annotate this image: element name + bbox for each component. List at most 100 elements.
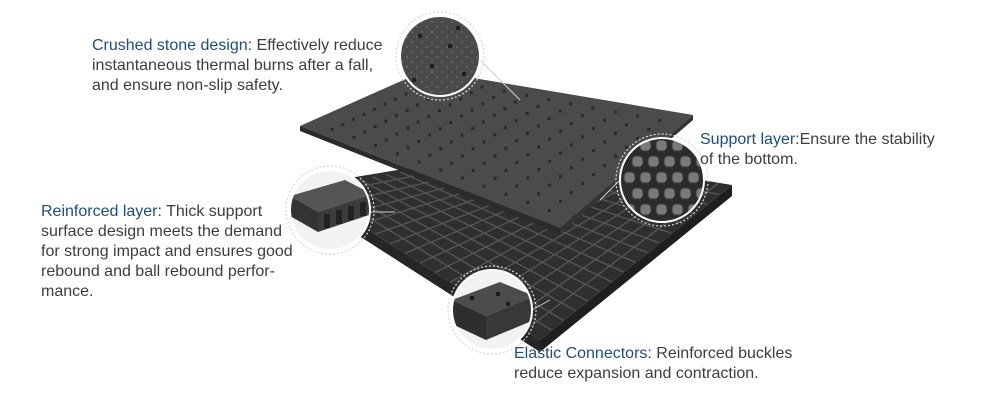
- support-cell: [631, 187, 644, 200]
- plate-mark: [493, 154, 497, 158]
- plate-mark: [515, 184, 519, 188]
- plate-mark: [581, 181, 584, 185]
- plate-mark: [383, 102, 387, 106]
- plate-mark: [514, 100, 518, 104]
- plate-mark: [470, 91, 473, 95]
- plate-mark: [363, 130, 366, 134]
- plate-mark: [504, 169, 508, 172]
- plate-mark: [439, 147, 443, 151]
- plate-mark: [625, 145, 629, 149]
- crushed-stone-line-2: instantaneous thermal burns after a fall…: [92, 57, 374, 74]
- plate-mark: [591, 126, 595, 130]
- plate-mark: [482, 184, 486, 188]
- plate-mark: [614, 154, 618, 158]
- support-cell: [639, 203, 652, 216]
- plate-mark: [481, 102, 485, 106]
- support-cell: [663, 219, 676, 222]
- plate-mark: [569, 190, 573, 194]
- support-cell: [647, 187, 660, 200]
- elastic-connectors-title: Elastic Connectors: [514, 345, 648, 362]
- plate-mark: [537, 145, 541, 149]
- support-cell: [655, 139, 668, 152]
- crushed-stone-line-1: : Effectively reduce: [247, 37, 383, 54]
- plate-mark: [426, 97, 430, 101]
- plate-mark: [459, 97, 463, 101]
- support-cell: [671, 203, 684, 216]
- plate-mark: [482, 120, 485, 124]
- plate-mark: [603, 163, 606, 167]
- plate-mark: [525, 93, 528, 97]
- plate-mark: [372, 107, 376, 111]
- plate-mark: [461, 176, 464, 180]
- plate-mark: [525, 112, 529, 116]
- plate-mark: [580, 114, 584, 118]
- plate-mark: [493, 176, 497, 180]
- plate-mark: [394, 97, 397, 101]
- plate-mark: [384, 119, 388, 123]
- plate-mark: [395, 152, 399, 156]
- plate-mark: [570, 166, 574, 170]
- plate-mark: [548, 159, 552, 163]
- plate-mark: [373, 125, 377, 129]
- plate-mark: [536, 124, 540, 128]
- plate-mark: [406, 126, 410, 130]
- elastic-connectors-line-2: reduce expansion and contraction.: [514, 365, 759, 382]
- plate-mark: [427, 133, 431, 137]
- support-cell: [655, 171, 668, 184]
- plate-mark: [417, 139, 421, 143]
- plate-mark: [548, 183, 552, 187]
- support-layer-callout: Support layer:Ensure the stability of th…: [700, 130, 935, 170]
- plate-mark: [569, 122, 573, 125]
- plate-mark: [658, 118, 662, 122]
- reinforced-layer-callout: Reinforced layer: Thick support surface …: [41, 202, 293, 302]
- plate-mark: [394, 114, 398, 118]
- plate-mark: [558, 200, 562, 203]
- plate-mark: [427, 114, 431, 118]
- support-cell: [655, 203, 668, 216]
- reinforced-layer-title: Reinforced layer: [41, 203, 158, 220]
- plate-mark: [493, 133, 497, 137]
- support-cell: [631, 155, 644, 168]
- support-cell: [639, 171, 652, 184]
- plate-mark: [480, 85, 484, 89]
- support-layer-title: Support layer: [700, 131, 796, 148]
- plate-mark: [569, 102, 573, 106]
- plate-mark: [647, 127, 651, 131]
- plate-mark: [417, 160, 421, 164]
- support-cell: [671, 171, 684, 184]
- plate-mark: [558, 109, 562, 113]
- plate-mark: [581, 157, 585, 161]
- plate-mark: [450, 161, 454, 165]
- plate-mark: [330, 127, 334, 131]
- plate-mark: [395, 132, 399, 136]
- plate-mark: [613, 110, 617, 114]
- support-cell: [679, 155, 692, 168]
- plate-mark: [559, 175, 563, 178]
- plate-mark: [603, 140, 607, 144]
- plate-mark: [625, 123, 628, 127]
- plate-mark: [570, 143, 574, 147]
- plate-mark: [592, 172, 595, 176]
- reinforced-layer-line-2: surface design meets the demand: [41, 223, 283, 240]
- plate-mark: [547, 209, 551, 212]
- crushed-stone-magnifier: [395, 11, 485, 101]
- plate-mark: [547, 98, 551, 101]
- support-cell: [679, 187, 692, 200]
- reinforced-layer-line-1: : Thick support: [157, 203, 263, 220]
- plate-mark: [416, 103, 419, 107]
- plate-mark: [504, 126, 507, 130]
- plate-mark: [537, 192, 541, 196]
- crushed-stone-line-3: and ensure non-slip safety.: [92, 77, 283, 94]
- support-layer-line-2: of the bottom.: [700, 151, 798, 168]
- crushed-stone-title: Crushed stone design: [92, 37, 248, 54]
- plate-mark: [460, 114, 463, 118]
- plate-mark: [558, 129, 562, 133]
- plate-mark: [526, 153, 530, 157]
- plate-mark: [515, 161, 519, 165]
- plate-mark: [470, 108, 474, 112]
- plate-mark: [405, 108, 409, 112]
- reinforced-layer-line-3: for strong impact and ensures good: [41, 243, 293, 260]
- plate-mark: [559, 151, 563, 155]
- plate-mark: [438, 109, 441, 112]
- plate-mark: [352, 136, 356, 139]
